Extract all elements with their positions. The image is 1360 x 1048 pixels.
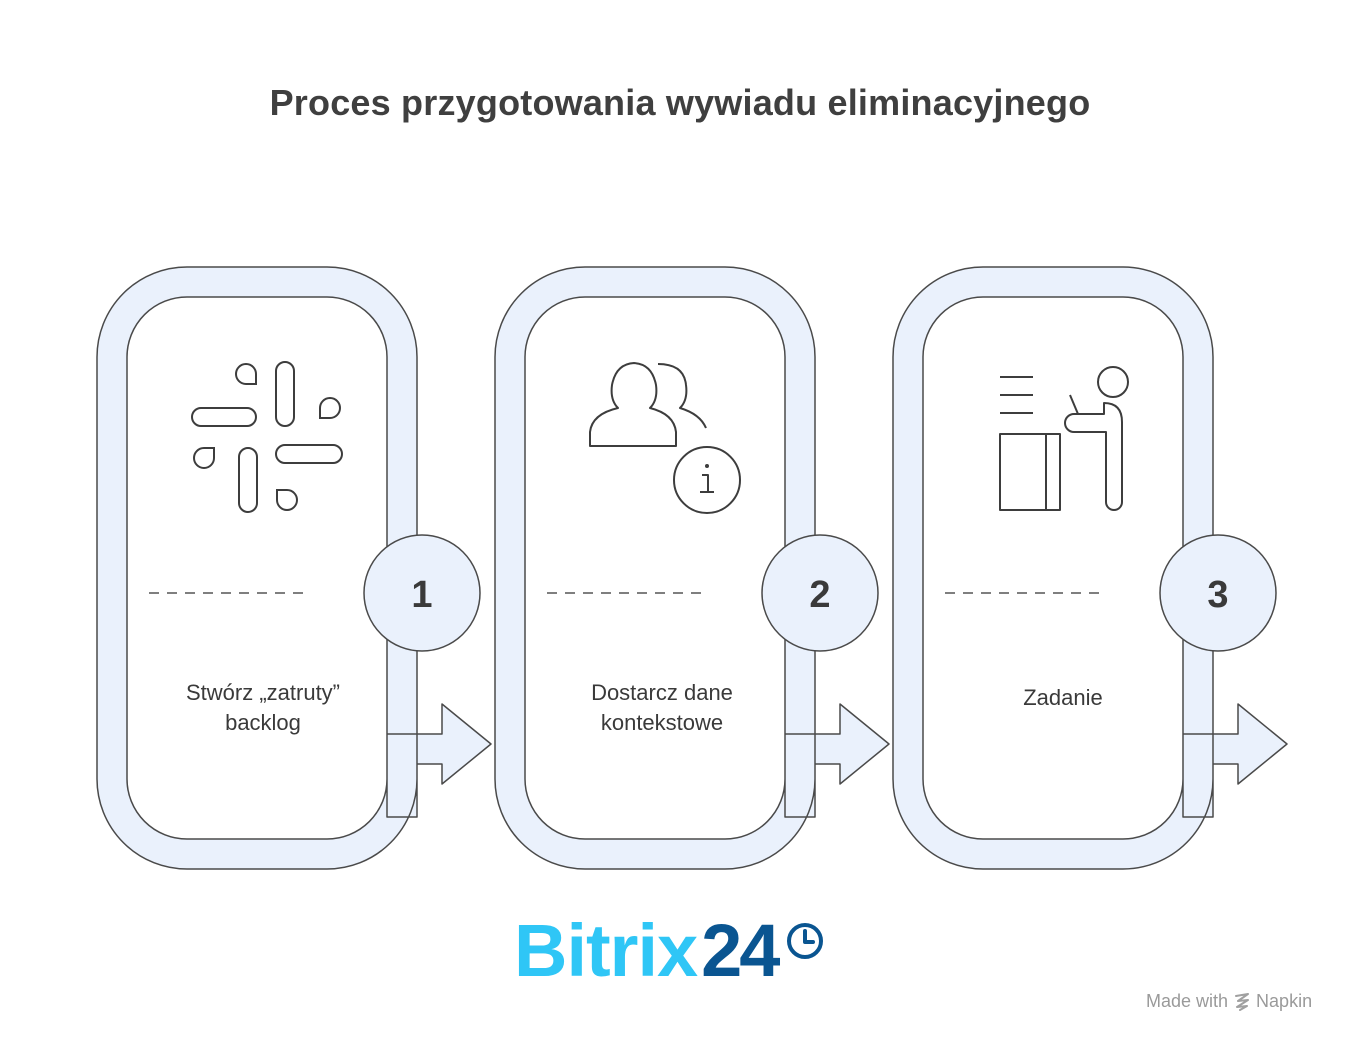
step-3-number: 3 — [1207, 574, 1228, 616]
step-3-number-circle — [1159, 534, 1277, 652]
napkin-text: Napkin — [1256, 991, 1313, 1011]
step-1-number: 1 — [411, 574, 432, 616]
clock-icon — [787, 923, 824, 959]
bitrix24-logo: Bitrix 24 — [514, 905, 825, 995]
made-with-napkin: Made with Napkin — [1146, 991, 1312, 1012]
step-2-number: 2 — [809, 574, 830, 616]
diagram-title: Proces przygotowania wywiadu eliminacyjn… — [269, 82, 1091, 123]
step-1-label: Stwórz „zatruty” backlog — [143, 678, 383, 738]
slack-icon — [191, 361, 343, 513]
logo-number: 24 — [701, 908, 780, 992]
step-1-label-line1: Stwórz „zatruty” — [185, 680, 341, 705]
made-with-text: Made with — [1146, 991, 1229, 1011]
person-at-desk-icon — [999, 366, 1129, 511]
step-2-number-circle — [761, 534, 879, 652]
logo-brand: Bitrix — [514, 908, 698, 992]
step-3-label-line1: Zadanie — [1023, 685, 1103, 710]
step-3-label: Zadanie — [943, 683, 1183, 713]
napkin-icon — [1235, 992, 1250, 1011]
users-info-icon — [589, 362, 741, 514]
step-2-label: Dostarcz dane kontekstowe — [542, 678, 782, 738]
step-2-label-line1: Dostarcz dane — [591, 680, 733, 705]
step-1-number-circle — [363, 534, 481, 652]
step-2-label-line2: kontekstowe — [600, 710, 724, 735]
step-1-label-line2: backlog — [225, 710, 301, 735]
